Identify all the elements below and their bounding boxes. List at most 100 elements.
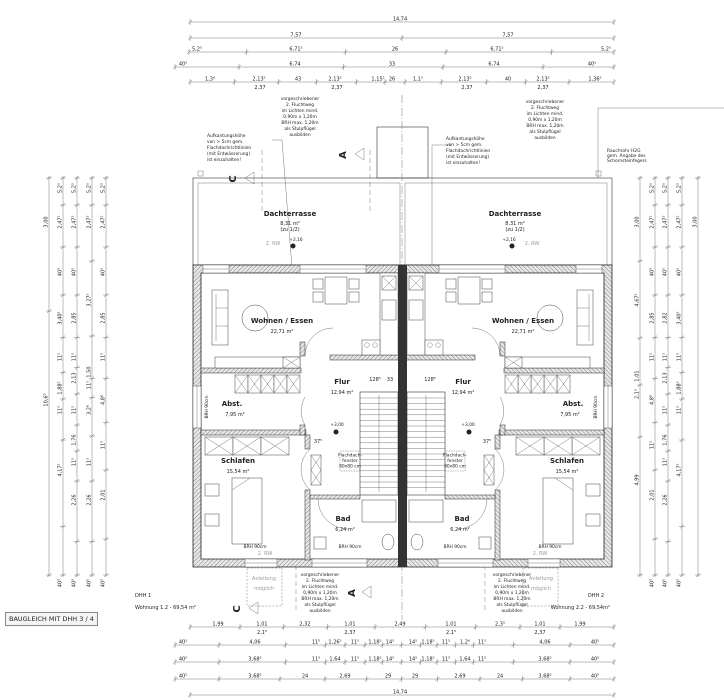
- left-dim-label: 5,2⁵: [87, 183, 93, 193]
- top-dim-label: 1,36⁵: [588, 77, 601, 83]
- skylight-outline: [444, 450, 466, 472]
- round-table: [241, 304, 269, 332]
- right-dim-label: 2,01: [650, 489, 656, 500]
- stair-width-label: 128⁵: [369, 377, 381, 383]
- bath-sill-label: BRH 90cm: [338, 544, 361, 550]
- top-dim-label: 6,71⁵: [289, 47, 302, 53]
- left-dim-label: 11⁵: [58, 406, 64, 414]
- chimney-note: Schornsteinfegers: [607, 158, 647, 164]
- bottom-dim-label: 11⁵: [478, 640, 486, 646]
- right-dim-label: 3,40⁵: [677, 311, 683, 324]
- top-dim-label: 1,3⁶: [205, 77, 215, 83]
- door-swings: [456, 327, 505, 530]
- unit-name: DHH 2: [588, 593, 604, 599]
- bottom-dim-label: 3,68⁵: [538, 674, 551, 680]
- bottom-dim-label: 1,01: [534, 622, 545, 628]
- escape-note-bottom-left: ausbilden: [309, 608, 330, 614]
- bottom-dim-label: 1,01: [256, 622, 267, 628]
- top-dim-label: 7,57: [502, 33, 513, 39]
- sofa: [576, 289, 594, 346]
- section-arrow-icon: [244, 171, 255, 185]
- bottom-dim-label: 11⁵: [351, 657, 359, 663]
- escape-note-bottom-right: im Lichten mind.: [494, 584, 531, 590]
- left-dim-label: 11⁵: [87, 458, 93, 466]
- right-dim-label: 11⁵: [663, 458, 669, 466]
- bottom-dim-label: 14⁵: [386, 640, 394, 646]
- sink: [408, 299, 424, 321]
- hall-area-label: 12,94 m²: [331, 390, 354, 396]
- door-dim-label: 37⁵: [483, 439, 491, 445]
- right-dim-label: 2,47⁵: [650, 215, 656, 228]
- door-dim-label: 37⁵: [314, 439, 322, 445]
- living-name-label: Wohnen / Essen: [492, 317, 554, 325]
- bath-sill-label: BRH 90cm: [443, 544, 466, 550]
- chimney-note: gem. Angabe des: [607, 153, 646, 159]
- bottom-dim-label: 2,3⁵: [495, 622, 505, 628]
- top-dim-label: 1,15⁵: [371, 77, 384, 83]
- left-dim-label: 3,2⁶: [87, 405, 93, 415]
- bottom-dim-label: 2,49: [394, 622, 405, 628]
- top-dim-label: 1,1⁵: [413, 77, 423, 83]
- right-dim-label: 11⁵: [677, 353, 683, 361]
- left-dim-label: 2,47⁵: [72, 215, 78, 228]
- bath-area-label: 6,24 m²: [335, 527, 355, 533]
- washbasin: [313, 536, 327, 550]
- round-table: [536, 304, 564, 332]
- left-dim-label: 40⁵: [101, 268, 107, 276]
- upstand-note-right: Flachdachrichtlinien: [446, 148, 490, 154]
- hall-name-label: Flur: [334, 378, 350, 386]
- chimney-leader: [597, 107, 724, 178]
- storage-area-label: 7,95 m²: [560, 412, 580, 418]
- upstand-note-left: ist einzuhalten!: [207, 157, 241, 163]
- left-dim-label: 40⁵: [72, 268, 78, 276]
- top-dim-label: 43: [295, 77, 301, 83]
- unit-geometry-left: [192, 243, 405, 607]
- terrace-area-label: 8,31 m²: [280, 221, 300, 227]
- left-dim-label: 40⁵: [87, 579, 93, 587]
- bottom-dim-label: 1,01: [445, 622, 456, 628]
- dining-table: [457, 276, 481, 305]
- bottom-dim-label: 11⁵: [351, 640, 359, 646]
- bedroom-sill-label: BRH 90cm: [243, 544, 266, 550]
- top-dim-label: 2,13⁵: [328, 77, 341, 83]
- storage-area-label: 7,95 m²: [225, 412, 245, 418]
- top-dim-label: 2,13⁵: [458, 77, 471, 83]
- left-dim-label: 11⁵: [72, 406, 78, 414]
- bottom-dim-label: 14,74: [393, 690, 407, 696]
- left-dim-label: 5,2⁵: [72, 183, 78, 193]
- escape-note-bottom-left: vorgeschriebener: [301, 572, 340, 578]
- furniture: [406, 272, 601, 551]
- right-dim-label: 1,88⁵: [677, 381, 683, 394]
- left-dim-label: 3,27⁵: [87, 293, 93, 306]
- bedroom-name-label: Schlafen: [221, 457, 255, 465]
- terrace-name-label: Dachterrasse: [264, 210, 317, 218]
- section-mark-a: A: [347, 589, 358, 597]
- escape-note-bottom-right: vorgeschriebener: [493, 572, 532, 578]
- windows: [437, 264, 613, 568]
- upstand-note-left: Flachdachrichtlinien: [207, 145, 251, 151]
- escape-note-bottom-right: BRH max. 1,20m: [493, 596, 530, 602]
- escape-note-top-left: BRH max. 1,20m: [281, 120, 318, 126]
- escape-note-top-right: vorgeschriebener: [526, 99, 565, 105]
- bed: [231, 477, 263, 545]
- hall-level-label: +3,00: [330, 422, 344, 428]
- left-dim-label: 1,88⁵: [58, 381, 64, 394]
- escape-note-top-left: 0,90m x 1,20m: [283, 114, 317, 120]
- skylight-label: 80x80 cm: [339, 464, 361, 470]
- sink: [381, 299, 397, 321]
- section-mark-a: A: [338, 151, 349, 159]
- bottom-dim-label: 1,01: [344, 622, 355, 628]
- section-mark-c: C: [232, 605, 243, 612]
- washbasin: [478, 536, 492, 550]
- ladder-note: möglich: [531, 586, 551, 592]
- left-dim-label: 10,6⁹: [44, 393, 50, 406]
- left-dim-label: 11⁵: [72, 353, 78, 361]
- left-dim-label: 1,76: [72, 434, 78, 445]
- escape-note-top-right: als Stulpflügel: [529, 129, 560, 135]
- escape-note-top-right: 2. Fluchtweg: [531, 105, 559, 111]
- hall-level-label: +3,00: [461, 422, 475, 428]
- terrace-share-label: (zu 1/2): [505, 227, 524, 233]
